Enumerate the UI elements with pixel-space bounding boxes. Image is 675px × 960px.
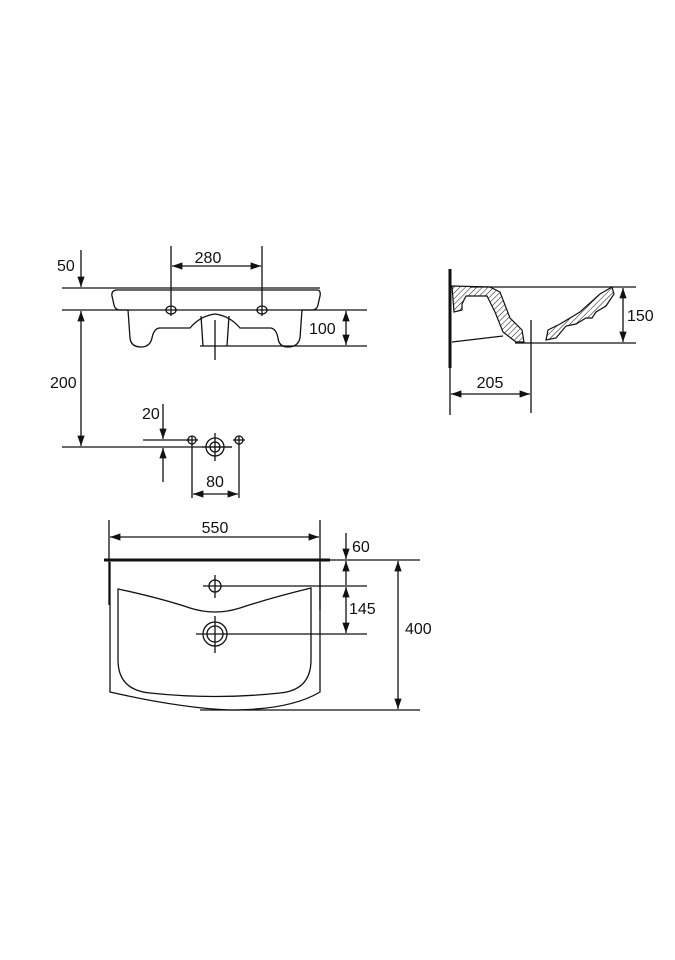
underside-line [451,335,504,343]
basin-section-front [545,286,615,341]
dim-label-20: 20 [142,406,160,423]
tap-hole-right [256,305,268,315]
top-view: 550 60 145 400 [104,520,432,711]
basin-bowl-outline [117,587,312,698]
front-view: 280 50 200 100 20 80 [50,246,367,498]
hole-centerlines [186,433,245,461]
dim-label-60: 60 [352,539,370,556]
drain-centerline [196,616,367,653]
dim-label-50: 50 [57,258,75,275]
dim-label-400: 400 [405,621,432,638]
dim-label-100: 100 [309,321,336,338]
basin-section-back [451,285,525,343]
dim-label-80: 80 [206,474,224,491]
side-view: 150 205 [448,269,654,415]
dim-label-280: 280 [195,250,222,267]
dim-label-200: 200 [50,375,77,392]
dim-label-150: 150 [627,308,654,325]
waste-outlet [200,315,230,347]
tap-hole-centerline [203,575,367,598]
dim-label-205: 205 [477,375,504,392]
dim-label-145: 145 [349,601,376,618]
tap-hole-left [165,305,177,315]
dim-label-550: 550 [202,520,229,537]
basin-front-outline [111,289,321,348]
